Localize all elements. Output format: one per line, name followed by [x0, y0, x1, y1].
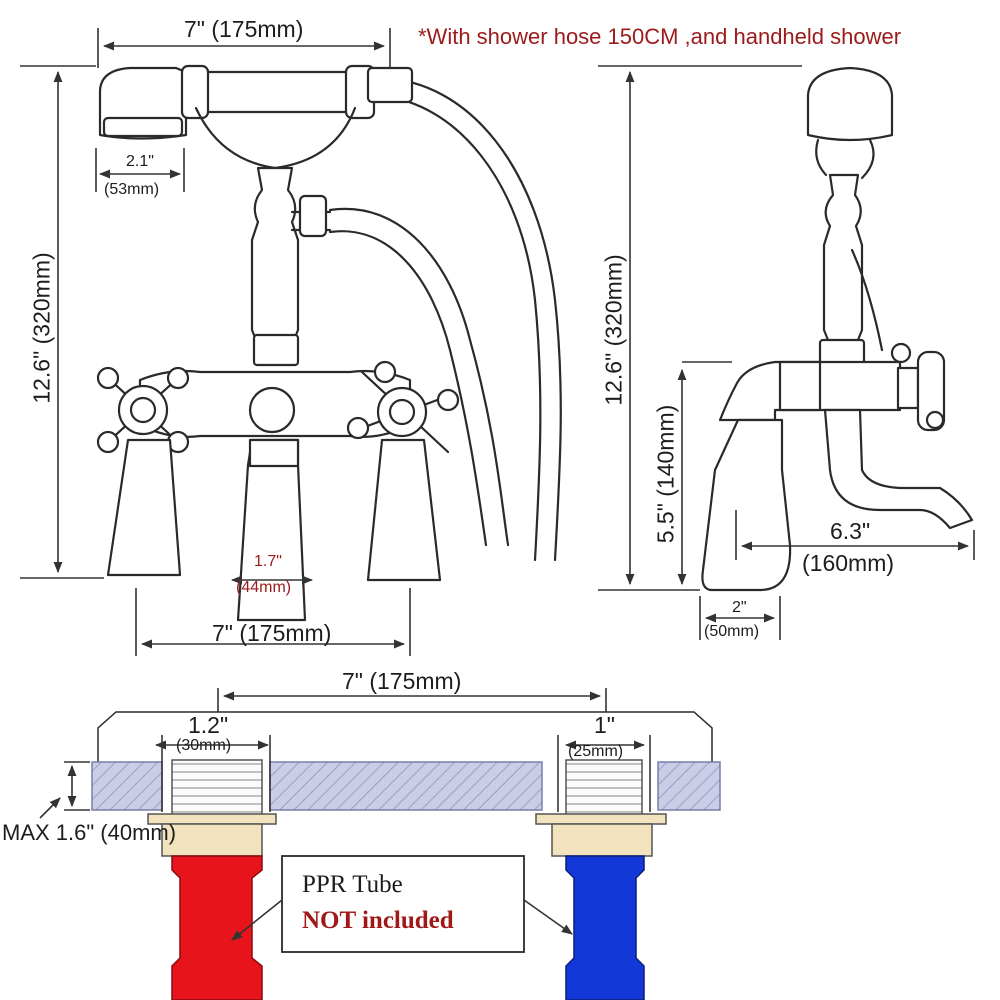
right-hole-mm-label: (25mm): [568, 743, 624, 760]
front-hose: [328, 207, 510, 547]
side-cross-handle: [890, 342, 946, 432]
front-hose-top: [378, 76, 562, 562]
side-leg: [701, 418, 792, 592]
side-hose: [850, 248, 884, 352]
right-leg: [366, 438, 442, 582]
shower-handle-ring-left: [180, 64, 210, 120]
shower-handle: [184, 70, 372, 114]
left-cross-handle: [96, 366, 190, 454]
max-thickness-label: MAX 1.6" (40mm): [2, 820, 177, 845]
install-view: [39, 688, 721, 1000]
right-nut-washer: [535, 813, 667, 825]
deck-slab-left: [91, 761, 163, 811]
ppr-tube-label: PPR Tube: [302, 871, 403, 898]
hose-outlet-nut: [298, 194, 328, 238]
front-dimensions: [20, 28, 411, 656]
spout-width-mm-label: (44mm): [236, 579, 292, 596]
left-hole-mm-label: (30mm): [176, 737, 232, 754]
side-body-band: [778, 360, 822, 412]
cold-pipe: [565, 855, 645, 1000]
front-top-width-label: 7" (175mm): [184, 16, 304, 42]
left-nut: [161, 823, 263, 857]
deck-profile: [97, 711, 713, 762]
deck-slab-right: [657, 761, 721, 811]
side-reach-inch-label: 6.3": [830, 518, 871, 544]
head-width-mm-label: (53mm): [104, 181, 160, 198]
ppr-label-box: [281, 855, 525, 953]
hose-connector: [366, 66, 414, 104]
right-shank: [565, 759, 643, 819]
side-base-mm-label: (50mm): [704, 623, 760, 640]
side-dimensions: [598, 65, 975, 640]
side-reach-mm-label: (160mm): [802, 550, 895, 576]
spout-width-inch-label: 1.7": [254, 553, 282, 570]
install-center-distance-label: 7" (175mm): [342, 668, 462, 694]
riser-collar: [252, 333, 300, 367]
shower-hose-note: *With shower hose 150CM ,and handheld sh…: [418, 24, 902, 49]
hot-pipe: [171, 855, 263, 1000]
side-view: [701, 66, 974, 592]
side-head-neck: [815, 138, 875, 180]
head-width-inch-label: 2.1": [126, 153, 154, 170]
side-shower-head: [806, 66, 894, 142]
left-hole-inch-label: 1.2": [188, 712, 229, 738]
center-knob: [248, 386, 296, 434]
riser-column: [250, 166, 300, 347]
front-hose-inner: [328, 230, 488, 547]
shower-head-nozzle: [102, 116, 184, 138]
side-base-inch-label: 2": [732, 599, 747, 616]
right-hole-inch-label: 1": [594, 712, 615, 738]
ppr-not-included-label: NOT included: [302, 907, 454, 934]
left-leg: [106, 438, 182, 577]
front-view: [96, 64, 562, 622]
front-bottom-width-label: 7" (175mm): [212, 620, 332, 646]
front-height-label: 12.6" (320mm): [28, 252, 55, 404]
side-spout: [823, 408, 974, 530]
side-height-label: 12.6" (320mm): [600, 254, 627, 406]
spout-collar: [248, 438, 300, 468]
side-deck-height-label: 5.5" (140mm): [652, 404, 679, 544]
deck-slab-middle: [269, 761, 543, 811]
right-nut: [551, 823, 653, 857]
left-shank: [171, 759, 263, 819]
shower-cradle: [194, 106, 357, 170]
front-hose-top-inner: [378, 94, 542, 562]
